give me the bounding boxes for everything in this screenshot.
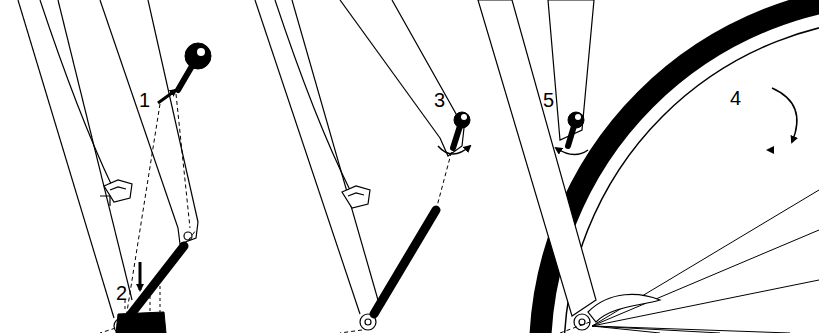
fork-panel-two	[255, 0, 464, 330]
callout-number: 1	[139, 89, 150, 111]
axle-lever-panel-three	[556, 112, 588, 155]
axle-panel-one	[100, 230, 196, 333]
axle-tool-part	[116, 262, 166, 333]
callout-number: 4	[730, 87, 741, 109]
callout-number: 2	[116, 282, 127, 304]
callout-number: 5	[543, 89, 554, 111]
fork-panel-one	[18, 0, 198, 333]
callout-number: 3	[434, 89, 445, 111]
wheel-insert-arrow	[768, 88, 797, 150]
fork-panel-three	[478, 0, 660, 333]
axle-panel-two	[340, 112, 470, 333]
axle-key-part	[126, 43, 211, 318]
